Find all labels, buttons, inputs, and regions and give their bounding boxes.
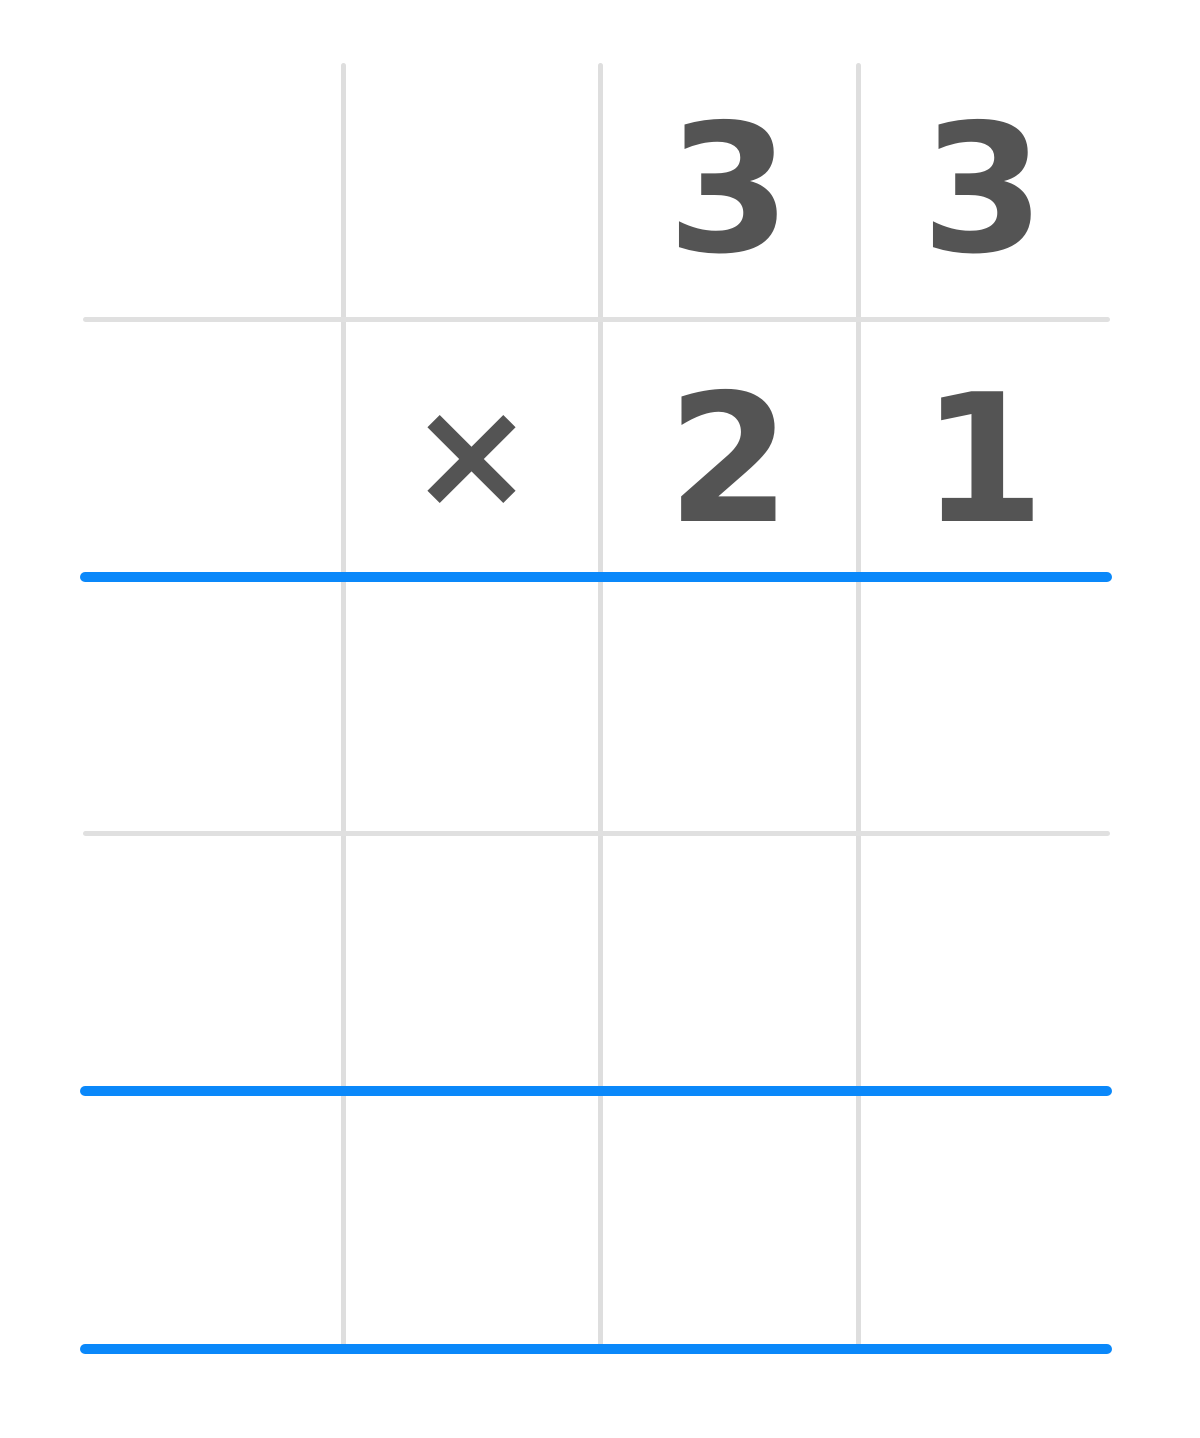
partial-product-row-1: [85, 582, 1108, 831]
grid-vertical-line-1: [341, 63, 346, 1348]
sum-separator-line: [80, 1086, 1112, 1096]
result-row: [85, 1096, 1108, 1344]
bottom-line: [80, 1344, 1112, 1354]
bottom-digit-ones: 1: [921, 356, 1045, 563]
grid-vertical-line-2: [598, 63, 603, 1348]
multiply-operator-icon: ×: [408, 368, 535, 542]
top-digit-ones: 3: [921, 86, 1045, 293]
grid-horizontal-line-2: [83, 831, 1110, 836]
partial-product-row-2: [85, 836, 1108, 1086]
grid-vertical-line-3: [856, 63, 861, 1348]
grid-horizontal-line-1: [83, 317, 1110, 322]
product-separator-line: [80, 572, 1112, 582]
top-digit-tens: 3: [667, 86, 791, 293]
bottom-digit-tens: 2: [667, 356, 791, 563]
